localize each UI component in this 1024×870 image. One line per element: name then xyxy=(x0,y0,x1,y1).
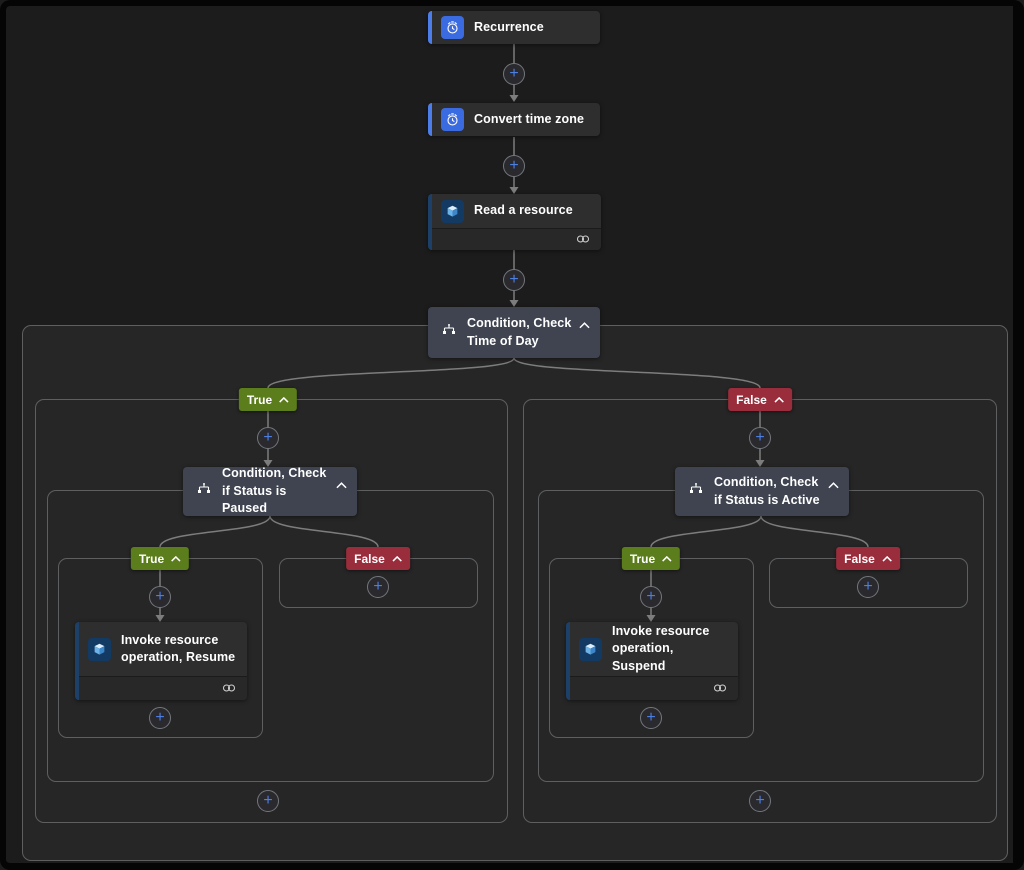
collapse-chevron-icon[interactable] xyxy=(662,555,672,562)
insert-action-button[interactable]: + xyxy=(640,586,662,608)
insert-action-button[interactable]: + xyxy=(749,427,771,449)
insert-action-button[interactable]: + xyxy=(149,586,171,608)
collapse-chevron-icon[interactable] xyxy=(774,396,784,403)
badge-label: True xyxy=(629,551,656,566)
badge-label: False xyxy=(844,551,875,566)
insert-action-button[interactable]: + xyxy=(640,707,662,729)
azure-resource-cube-icon xyxy=(579,637,602,661)
node-label: Condition, Check if Status is Paused xyxy=(222,466,327,516)
insert-action-button[interactable]: + xyxy=(149,707,171,729)
collapse-chevron-icon[interactable] xyxy=(392,555,402,562)
insert-action-button[interactable]: + xyxy=(503,63,525,85)
insert-action-button[interactable]: + xyxy=(257,790,279,812)
false-branch-badge[interactable]: False xyxy=(728,388,792,411)
paused-true-badge[interactable]: True xyxy=(130,547,190,570)
node-label: Invoke resource operation, Resume xyxy=(121,632,236,665)
action-accent-stripe xyxy=(428,103,432,136)
invoke-suspend-node[interactable]: Invoke resource operation, Suspend xyxy=(566,622,738,700)
insert-action-button[interactable]: + xyxy=(503,155,525,177)
node-label: Recurrence xyxy=(474,19,544,34)
node-label: Condition, Check Time of Day xyxy=(467,316,572,348)
resource-accent-stripe xyxy=(75,622,79,700)
connection-icon xyxy=(575,231,591,249)
invoke-resume-node[interactable]: Invoke resource operation, Resume xyxy=(75,622,247,700)
badge-label: False xyxy=(354,551,385,566)
badge-label: True xyxy=(138,551,165,566)
condition-icon xyxy=(688,482,704,502)
read-a-resource-node[interactable]: Read a resource xyxy=(428,194,601,250)
convert-time-zone-node[interactable]: Convert time zone xyxy=(428,103,600,136)
connection-row xyxy=(75,676,247,700)
recurrence-trigger-node[interactable]: Recurrence xyxy=(428,11,600,44)
condition-icon xyxy=(196,482,212,502)
active-false-badge[interactable]: False xyxy=(836,547,900,570)
insert-action-button[interactable]: + xyxy=(503,269,525,291)
node-label: Convert time zone xyxy=(474,111,585,126)
badge-label: True xyxy=(246,392,273,407)
resource-accent-stripe xyxy=(428,194,432,250)
condition-time-of-day-scope xyxy=(22,325,1008,861)
badge-label: False xyxy=(736,392,767,407)
azure-resource-cube-icon xyxy=(88,637,111,661)
insert-action-button[interactable]: + xyxy=(257,427,279,449)
true-branch-badge[interactable]: True xyxy=(238,388,298,411)
node-label: Read a resource xyxy=(474,203,573,218)
condition-icon xyxy=(441,323,457,343)
insert-action-button[interactable]: + xyxy=(367,576,389,598)
node-label: Condition, Check if Status is Active xyxy=(714,475,820,507)
connection-row xyxy=(428,228,601,250)
insert-action-button[interactable]: + xyxy=(749,790,771,812)
resource-accent-stripe xyxy=(566,622,570,700)
collapse-chevron-icon[interactable] xyxy=(579,316,590,334)
connection-row xyxy=(566,676,738,700)
connection-icon xyxy=(712,680,728,698)
collapse-chevron-icon[interactable] xyxy=(828,476,839,494)
time-zone-clock-icon xyxy=(441,108,464,131)
collapse-chevron-icon[interactable] xyxy=(882,555,892,562)
node-label: Invoke resource operation, Suspend xyxy=(612,623,710,673)
trigger-accent-stripe xyxy=(428,11,432,44)
condition-status-paused-node[interactable]: Condition, Check if Status is Paused xyxy=(183,466,357,516)
azure-resource-cube-icon xyxy=(441,199,464,223)
active-true-badge[interactable]: True xyxy=(621,547,681,570)
collapse-chevron-icon[interactable] xyxy=(171,555,181,562)
paused-false-badge[interactable]: False xyxy=(346,547,410,570)
collapse-chevron-icon[interactable] xyxy=(336,476,347,494)
insert-action-button[interactable]: + xyxy=(857,576,879,598)
collapse-chevron-icon[interactable] xyxy=(279,396,289,403)
connection-icon xyxy=(221,680,237,698)
condition-status-active-node[interactable]: Condition, Check if Status is Active xyxy=(675,467,849,516)
recurrence-clock-icon xyxy=(441,16,464,39)
condition-time-of-day-node[interactable]: Condition, Check Time of Day xyxy=(428,307,600,358)
